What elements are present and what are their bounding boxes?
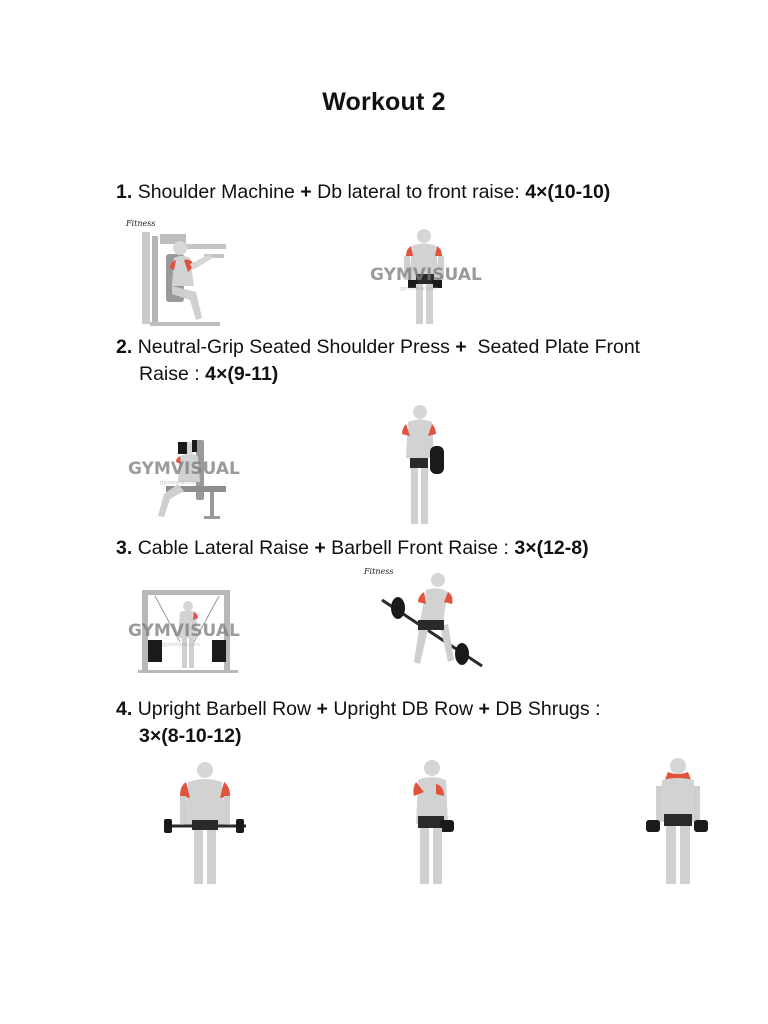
seated-shoulder-press-illustration: GYMVISUAL gymvisual.com	[128, 440, 240, 519]
db-lateral-front-raise-illustration: GYMVISUAL gymvisual.com	[370, 229, 482, 324]
sets-reps: 4×(10-10)	[525, 181, 611, 203]
upright-db-row-illustration	[413, 760, 454, 884]
svg-text:GYMVISUAL: GYMVISUAL	[128, 621, 240, 641]
exercise-number: 2.	[116, 336, 133, 358]
svg-text:gymvisual.com: gymvisual.com	[160, 480, 198, 486]
exercise-text: Upright Barbell Row + Upright DB Row + D…	[137, 698, 601, 720]
exercise-2-line-2: Raise : 4×(9-11)	[139, 363, 279, 385]
exercise-2-line-1: 2. Neutral-Grip Seated Shoulder Press + …	[116, 334, 640, 361]
db-shrugs-illustration	[646, 758, 708, 884]
exercise-1-line-1: 1. Shoulder Machine + Db lateral to fron…	[116, 179, 610, 206]
exercise-number: 4.	[116, 698, 133, 720]
svg-text:GYMVISUAL: GYMVISUAL	[370, 265, 482, 285]
svg-text:gymvisual.com: gymvisual.com	[162, 642, 200, 648]
exercise-text: Cable Lateral Raise + Barbell Front Rais…	[137, 537, 589, 559]
sets-reps: 3×(12-8)	[514, 537, 589, 559]
exercise-text: Shoulder Machine + Db lateral to front r…	[137, 181, 611, 203]
svg-text:GYMVISUAL: GYMVISUAL	[128, 459, 240, 479]
page-title: Workout 2	[322, 88, 446, 116]
upright-barbell-row-illustration	[164, 762, 246, 884]
sets-reps: 4×(9-11)	[205, 363, 279, 385]
svg-text:Fitness: Fitness	[363, 567, 393, 576]
barbell-front-raise-illustration: Fitness	[363, 567, 483, 668]
exercise-4-line-2: 3×(8-10-12)	[139, 723, 241, 750]
seated-plate-front-raise-illustration	[402, 405, 444, 524]
shoulder-machine-illustration: Fitness	[125, 219, 226, 326]
svg-text:gymvisual.com: gymvisual.com	[400, 286, 438, 292]
exercise-number: 3.	[116, 537, 133, 559]
exercise-text: Neutral-Grip Seated Shoulder Press + Sea…	[137, 336, 641, 358]
sets-reps: 3×(8-10-12)	[139, 725, 242, 747]
exercise-number: 1.	[116, 181, 133, 203]
exercise-3-line-1: 3. Cable Lateral Raise + Barbell Front R…	[116, 535, 589, 562]
exercise-4-line-1: 4. Upright Barbell Row + Upright DB Row …	[116, 696, 600, 723]
cable-lateral-raise-illustration: GYMVISUAL gymvisual.com	[128, 590, 240, 673]
svg-text:Fitness: Fitness	[125, 219, 155, 228]
